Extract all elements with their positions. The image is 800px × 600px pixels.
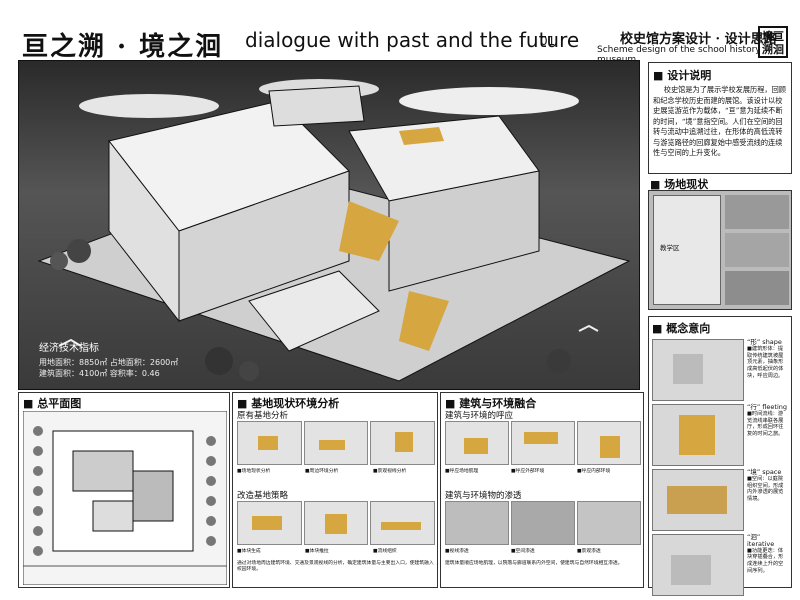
concept-label: “境” space — [747, 468, 782, 476]
diagram-cell — [511, 421, 575, 465]
diagram-cell — [445, 421, 509, 465]
concept-row: “行” fleeting■时间流线：游览流线串联各展厅，形成回环往复的时间之旅。 — [652, 404, 788, 466]
site-label: 教学区 — [660, 244, 680, 252]
econ-line: 用地面积：8850㎡ 占地面积：2600㎡ — [39, 358, 179, 367]
analysis-sub2: 改造基地策略 — [237, 491, 289, 501]
concept-label: “形” shape — [747, 338, 782, 346]
project-title-cn: 校史馆方案设计 · 设计思路 — [620, 32, 777, 47]
site-photo — [725, 271, 789, 305]
concept-image — [652, 469, 744, 531]
render-cell — [577, 501, 641, 545]
caption: ■体块推拉 — [305, 549, 329, 554]
fusion-grid-2 — [445, 501, 641, 545]
diagram-cell — [577, 421, 641, 465]
design-text: 校史馆是为了展示学校发展历程，回顾和纪念学校历史而建的展馆。该设计以校史展览游览… — [653, 85, 786, 157]
econ-title: 经济技术指标 — [39, 343, 99, 354]
site-photo — [725, 195, 789, 229]
plan-title: 总平面图 — [23, 395, 81, 411]
page-title: 亘之溯 · 境之洄 — [22, 32, 224, 62]
concept-label: “行” fleeting — [747, 403, 787, 411]
diagram-cell — [370, 501, 435, 545]
concept-label: “洄” iterative — [747, 533, 775, 548]
site-plan-drawing — [23, 411, 227, 585]
caption: ■呼应场地肌理 — [445, 469, 479, 474]
analysis-grid-1 — [237, 421, 435, 465]
caption: ■体块生成 — [237, 549, 261, 554]
concept-row: “境” space■空间：以庭院组织空间，形成内外渗透的展览情境。 — [652, 469, 788, 531]
concept-note: ■建筑形体：提取传统建筑坡屋顶元素，抽象形成高低起伏的体块，呼应周边。 — [747, 345, 784, 379]
fusion-title: 建筑与环境融合 — [445, 395, 536, 411]
concept-row: “形” shape■建筑形体：提取传统建筑坡屋顶元素，抽象形成高低起伏的体块，呼… — [652, 339, 788, 401]
concept-note: ■时间流线：游览流线串联各展厅，形成回环往复的时间之旅。 — [747, 410, 784, 438]
analysis-description: 通过对场地周边建筑环境、交通及景观视线的分析，确定建筑体量与主要出入口，使建筑融… — [237, 561, 434, 572]
site-photo — [725, 233, 789, 267]
environment-fusion-panel: 建筑与环境融合 建筑与环境的呼应 ■呼应场地肌理 ■呼应外部环境 ■呼应内部环境… — [440, 392, 644, 588]
concept-title: 概念意向 — [652, 320, 788, 336]
caption: ■视线渗透 — [445, 549, 469, 554]
caption: ■景观渗透 — [577, 549, 601, 554]
concept-panel: 概念意向 “形” shape■建筑形体：提取传统建筑坡屋顶元素，抽象形成高低起伏… — [648, 316, 792, 596]
concept-note: ■功能更迭：体块穿插叠合，形成连续上升的空间序列。 — [747, 547, 784, 574]
sheet-number: 01 — [540, 34, 556, 48]
concept-note: ■空间：以庭院组织空间，形成内外渗透的展览情境。 — [747, 475, 784, 503]
fusion-sub2: 建筑与环境物的渗透 — [445, 491, 522, 501]
page-subtitle-en: dialogue with past and the future — [245, 28, 580, 52]
caption: ■空间渗透 — [511, 549, 535, 554]
caption: ■流线组织 — [373, 549, 397, 554]
caption: ■场地现状分析 — [237, 469, 271, 474]
site-title: 场地现状 — [650, 176, 708, 192]
analysis-title: 基地现状环境分析 — [237, 395, 339, 411]
concept-row: “洄” iterative■功能更迭：体块穿插叠合，形成连续上升的空间序列。 — [652, 534, 788, 596]
site-photos: 教学区 — [648, 190, 792, 310]
concept-image — [652, 339, 744, 401]
economic-indicators: 经济技术指标 用地面积：8850㎡ 占地面积：2600㎡ 建筑面积：4100㎡ … — [39, 339, 259, 389]
analysis-grid-2 — [237, 501, 435, 545]
diagram-cell — [237, 421, 302, 465]
fusion-description: 建筑体量顺应场地肌理，以院落与廊道联系内外空间，使建筑与自然环境相互渗透。 — [445, 561, 623, 566]
site-map: 教学区 — [653, 195, 721, 305]
diagram-cell — [237, 501, 302, 545]
econ-line: 建筑面积：4100㎡ 容积率：0.46 — [39, 369, 160, 378]
caption: ■呼应外部环境 — [511, 469, 545, 474]
site-plan-panel: 总平面图 — [18, 392, 230, 588]
caption: ■周边环境分析 — [305, 469, 339, 474]
diagram-cell — [370, 421, 435, 465]
diagram-cell — [303, 501, 369, 545]
concept-image — [652, 534, 744, 596]
seal-stamp: 境亘溯洄 — [758, 26, 788, 58]
diagram-cell — [303, 421, 369, 465]
analysis-sub1: 原有基地分析 — [237, 411, 289, 421]
caption: ■景观视线分析 — [373, 469, 407, 474]
hero-axonometric-render: 经济技术指标 用地面积：8850㎡ 占地面积：2600㎡ 建筑面积：4100㎡ … — [18, 60, 640, 390]
design-title: 设计说明 — [653, 67, 787, 83]
design-description-panel: 设计说明 校史馆是为了展示学校发展历程，回顾和纪念学校历史而建的展馆。该设计以校… — [648, 62, 792, 174]
caption: ■呼应内部环境 — [577, 469, 611, 474]
concept-image — [652, 404, 744, 466]
site-analysis-panel: 基地现状环境分析 原有基地分析 ■场地现状分析 ■周边环境分析 ■景观视线分析 … — [232, 392, 438, 588]
render-cell — [511, 501, 575, 545]
fusion-grid-1 — [445, 421, 641, 465]
render-cell — [445, 501, 509, 545]
fusion-sub1: 建筑与环境的呼应 — [445, 411, 514, 421]
building-sketch — [37, 79, 631, 382]
